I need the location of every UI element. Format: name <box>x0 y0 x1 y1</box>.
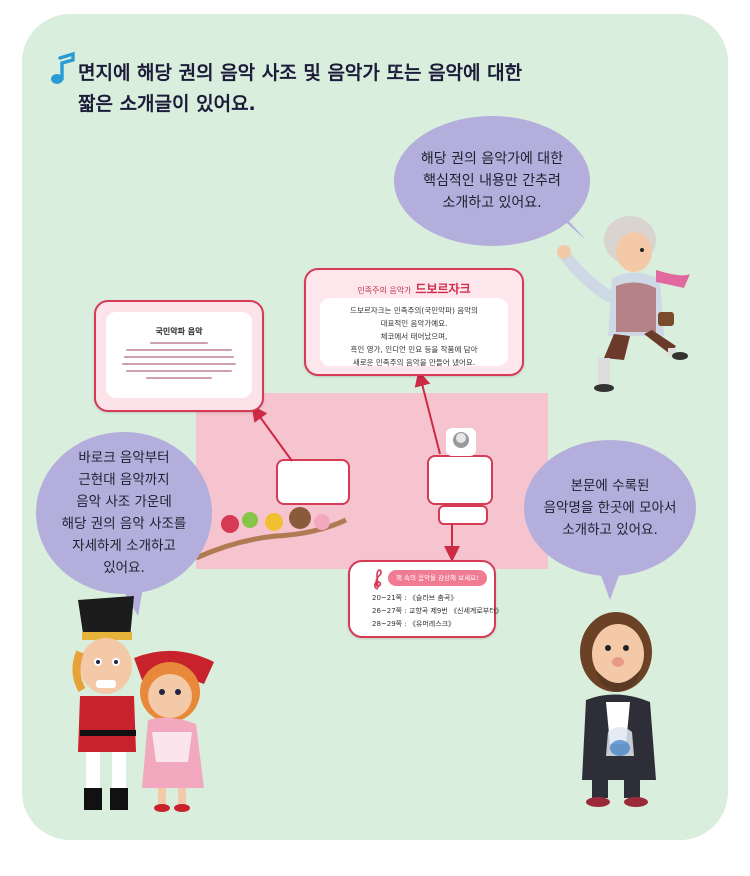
bubble-text-line: 바로크 음악부터 <box>78 450 170 466</box>
branch-with-birds-illustration <box>194 507 348 561</box>
music-list-card: 책 속의 음악을 감상해 보세요! 20~21쪽 : 《슬라브 춤곡》 26~2… <box>348 560 503 638</box>
title-line-1: 면지에 해당 권의 음악 사조 및 음악가 또는 음악에 대한 <box>78 62 523 84</box>
era-card: 국민악파 음악 <box>94 300 264 412</box>
composer-body-line: 체코에서 태어났으며, <box>380 332 448 341</box>
nutcracker-and-girl-illustration <box>72 596 214 812</box>
era-card-title: 국민악파 음악 <box>155 327 203 336</box>
spread-text-box <box>438 505 488 525</box>
text-placeholder-line <box>124 356 234 358</box>
bubble-text-line: 핵심적인 내용만 간추려 <box>423 173 561 189</box>
bearded-composer-illustration <box>580 612 656 807</box>
music-note-icon <box>51 51 75 84</box>
composer-name: 드보르자크 <box>415 282 471 296</box>
music-list-item: 26~27쪽 : 교향곡 제9번 《신세계로부터》 <box>372 607 503 615</box>
text-placeholder-line <box>146 377 212 379</box>
bubble-text-line: 자세하게 소개하고 <box>72 538 176 554</box>
speech-bubble-composer: 해당 권의 음악가에 대한 핵심적인 내용만 간추려 소개하고 있어요. <box>394 116 590 246</box>
bubble-text-line: 음악명을 한곳에 모아서 <box>543 500 677 516</box>
composer-card-body: 드보르자크는 민족주의(국민악파) 음악의 대표적인 음악가예요. 체코에서 태… <box>314 304 514 369</box>
text-placeholder-line <box>126 349 232 351</box>
music-list-item: 28~29쪽 : 《유머레스크》 <box>372 620 456 628</box>
page-title: 면지에 해당 권의 음악 사조 및 음악가 또는 음악에 대한 짧은 소개글이 … <box>78 58 658 120</box>
bubble-tail <box>552 210 586 240</box>
treble-clef-icon <box>374 569 382 590</box>
bubble-text-line: 음악 사조 가운데 <box>76 494 172 510</box>
spread-portrait <box>446 428 476 456</box>
bubble-text-line: 근현대 음악까지 <box>78 472 170 488</box>
speech-bubble-music: 본문에 수록된 음악명을 한곳에 모아서 소개하고 있어요. <box>524 440 696 576</box>
text-placeholder-line <box>126 370 232 372</box>
composer-card-inner <box>320 298 508 366</box>
composer-body-line: 드보르자크는 민족주의(국민악파) 음악의 <box>350 306 478 315</box>
text-placeholder-line <box>122 363 236 365</box>
composer-body-line: 대표적인 음악가예요. <box>380 319 448 328</box>
composer-character-illustration <box>557 216 690 392</box>
era-card-inner <box>106 312 252 398</box>
title-line-2: 짧은 소개글이 있어요. <box>78 93 256 115</box>
bubble-text-line: 소개하고 있어요. <box>562 522 658 538</box>
bubble-text-line: 있어요. <box>103 560 145 576</box>
bubble-text-line: 해당 권의 음악가에 대한 <box>420 151 564 167</box>
bubble-text-line: 소개하고 있어요. <box>442 195 542 211</box>
music-list-item: 20~21쪽 : 《슬라브 춤곡》 <box>372 594 458 602</box>
music-list: 20~21쪽 : 《슬라브 춤곡》 26~27쪽 : 교향곡 제9번 《신세계로… <box>372 592 503 631</box>
composer-prefix: 민족주의 음악가 <box>357 286 412 295</box>
speech-bubble-era: 바로크 음악부터 근현대 음악까지 음악 사조 가운데 해당 권의 음악 사조를… <box>36 432 212 594</box>
music-list-badge: 책 속의 음악을 감상해 보세요! <box>388 570 487 586</box>
bubble-text-line: 본문에 수록된 <box>570 478 650 494</box>
bubble-tail <box>596 562 624 600</box>
spread-text-box <box>276 459 350 505</box>
spread-text-box <box>427 455 493 505</box>
bubble-text-line: 해당 권의 음악 사조를 <box>61 516 187 532</box>
composer-body-line: 새로운 민족주의 음악을 만들어 냈어요. <box>352 358 476 367</box>
composer-body-line: 흑인 영가, 인디언 민요 등을 작품에 담아 <box>350 345 478 354</box>
text-placeholder-line <box>150 342 208 344</box>
